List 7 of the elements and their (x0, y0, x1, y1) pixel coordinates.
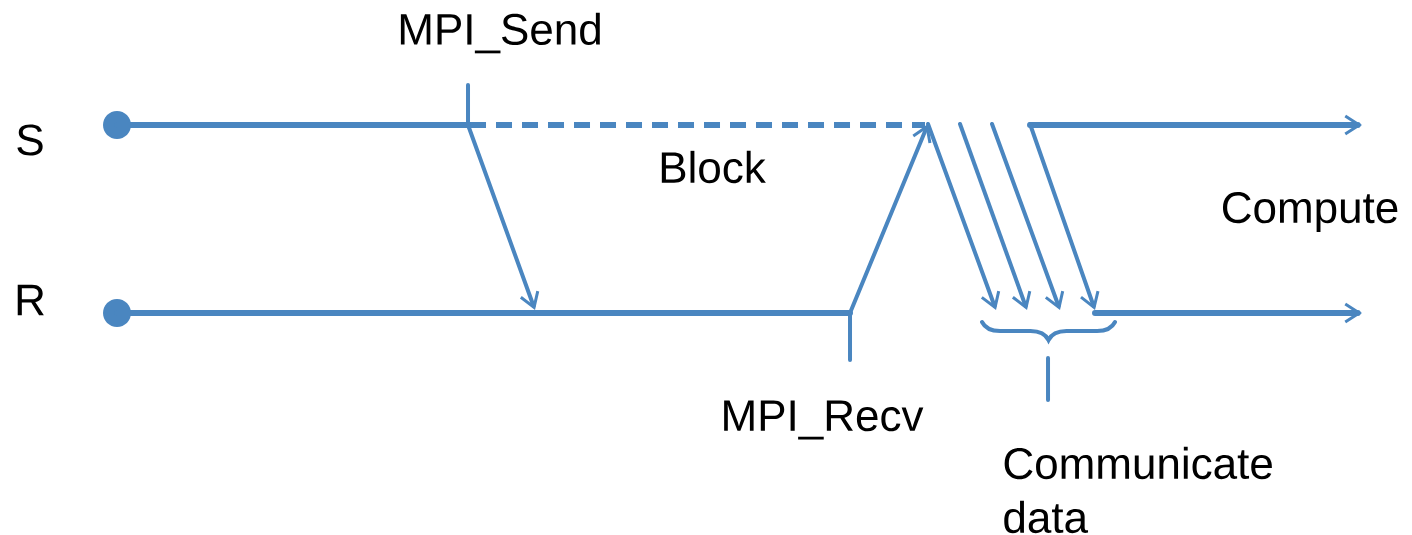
process-label: R (17, 284, 44, 316)
process-label: S (17, 124, 43, 156)
state-label: Block (661, 150, 766, 184)
state-label: Compute (1223, 192, 1398, 232)
call-label: MPI_Send (400, 12, 600, 54)
call-label: MPI_Recv (724, 400, 924, 440)
phase-label: Communicate data (1004, 446, 1272, 534)
